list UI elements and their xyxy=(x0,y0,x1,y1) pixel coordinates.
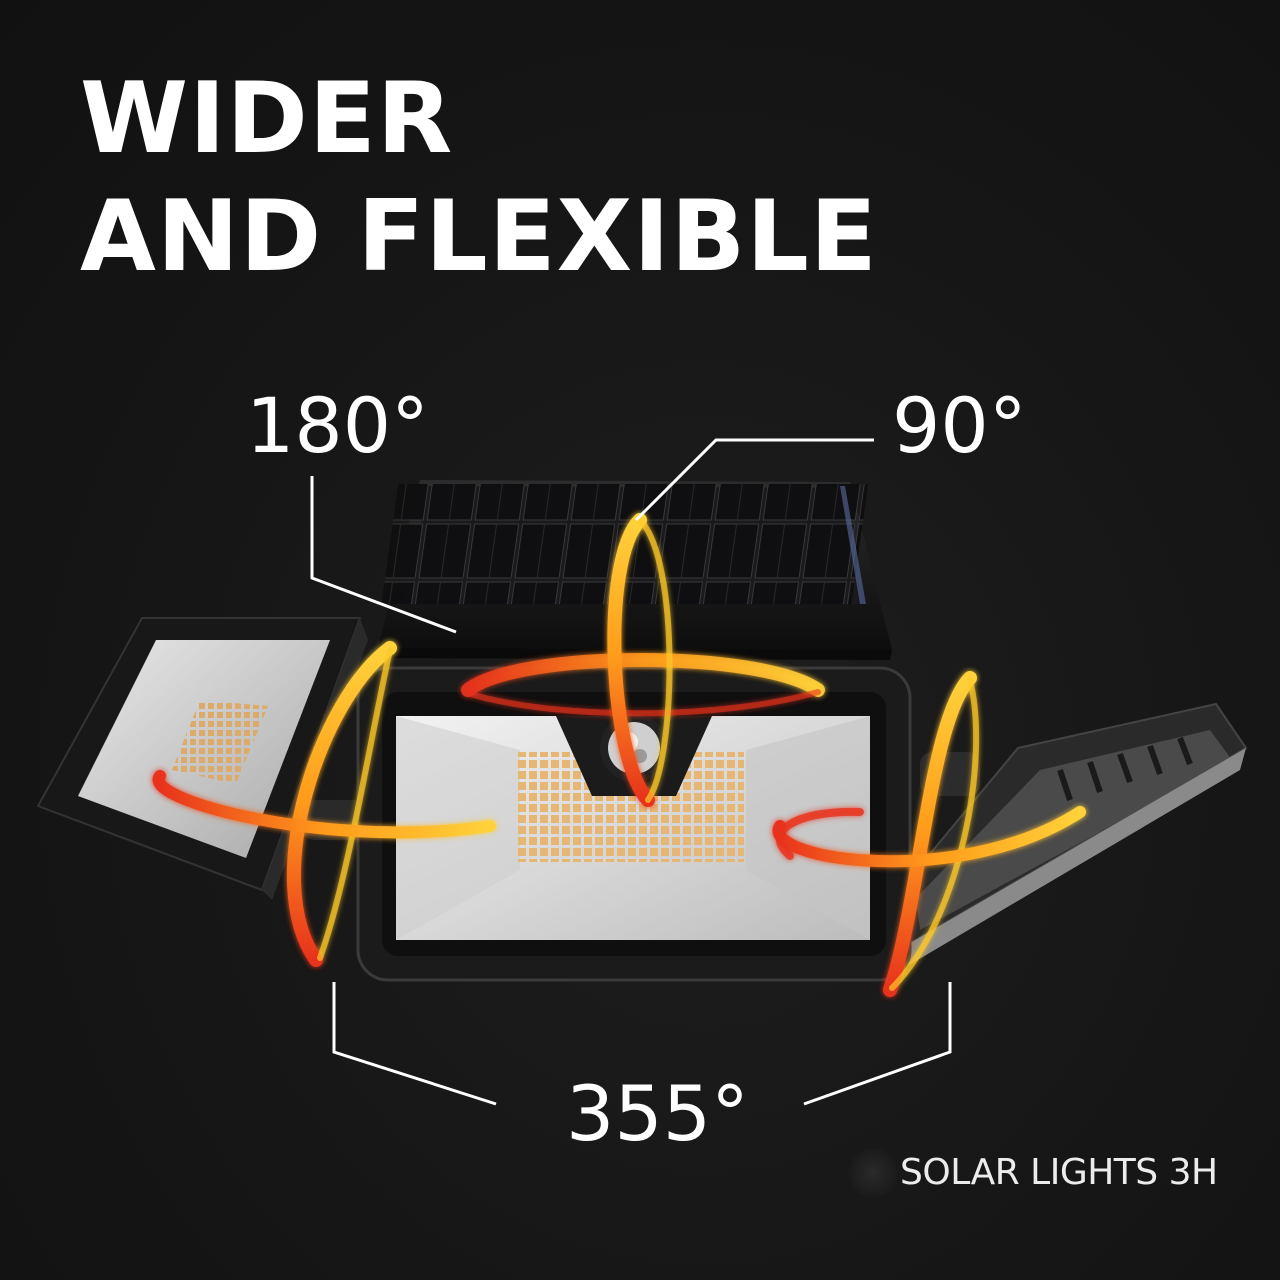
leader-90 xyxy=(634,438,874,522)
headline-line-1: WIDER xyxy=(80,62,454,176)
angle-label-90: 90° xyxy=(892,381,1027,470)
solar-panel-icon xyxy=(378,480,892,660)
angle-label-180: 180° xyxy=(246,381,430,470)
leader-180 xyxy=(310,476,457,634)
brand-watermark: SOLAR LIGHTS 3H xyxy=(848,1148,1228,1198)
rotation-arrow-icon xyxy=(152,513,1086,997)
leader-355-left xyxy=(332,982,497,1106)
headline: WIDER AND FLEXIBLE xyxy=(80,60,878,296)
brand-text: SOLAR LIGHTS 3H xyxy=(900,1152,1218,1193)
leader-355-right xyxy=(803,982,952,1106)
brand-logo-icon xyxy=(848,1148,898,1198)
main-lamp-head xyxy=(356,666,912,982)
angle-label-355: 355° xyxy=(566,1069,750,1158)
headline-line-2: AND FLEXIBLE xyxy=(80,180,878,294)
leader-lines xyxy=(310,438,952,1106)
right-lamp-head xyxy=(888,702,1248,968)
